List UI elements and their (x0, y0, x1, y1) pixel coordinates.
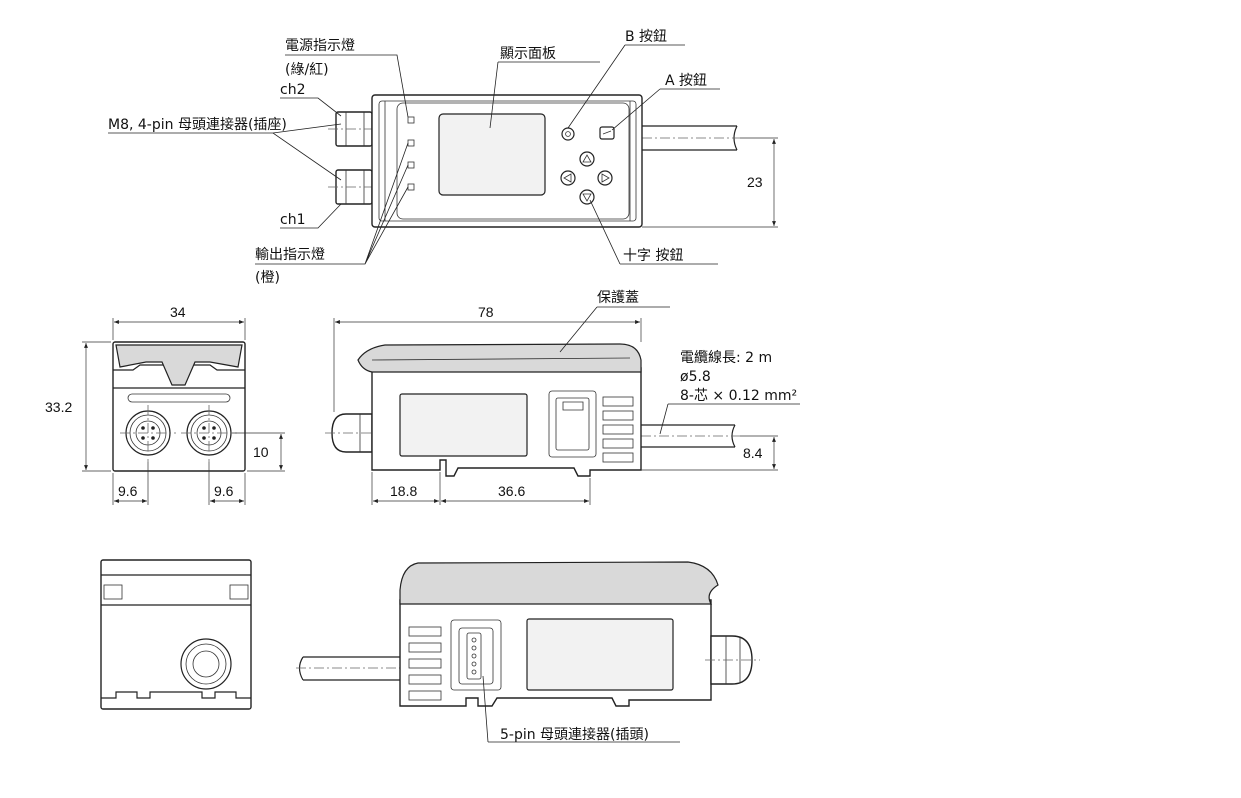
dim-top-height (642, 137, 778, 228)
mirrored-cover (399, 561, 719, 605)
label-power-led: 電源指示燈 (285, 38, 355, 54)
cross-button-icon[interactable] (560, 151, 613, 205)
label-ch1: ch1 (280, 212, 305, 228)
label-power-led-color: (綠/紅) (285, 62, 329, 78)
top-connector-ch1 (328, 169, 380, 205)
rear-body (100, 559, 252, 710)
label-display-panel: 顯示面板 (500, 46, 556, 62)
dim-top-height-value: 23 (747, 174, 763, 190)
side-view: 78 8.4 18.8 36.6 保護蓋 電纜線長: 2 m ø5.8 8-芯 … (325, 290, 800, 505)
front-connector-left (120, 405, 176, 462)
mirrored-connector (705, 635, 760, 685)
dim-front-left-offset-value: 9.6 (118, 483, 138, 499)
front-view: 34 33.2 10 9.6 9.6 (45, 304, 285, 505)
label-cable-cores: 8-芯 × 0.12 mm² (680, 388, 797, 404)
dim-side-offset-b-value: 36.6 (498, 483, 525, 499)
label-a-button: A 按鈕 (665, 73, 707, 89)
dim-side-cable-height-value: 8.4 (743, 445, 763, 461)
label-pin5-connector: 5-pin 母頭連接器(插頭) (500, 726, 649, 743)
dim-front-pin-height-value: 10 (253, 444, 269, 460)
label-output-led: 輸出指示燈 (255, 247, 325, 263)
dim-front-right-offset-value: 9.6 (214, 483, 234, 499)
side-connector (325, 413, 378, 453)
display-panel (438, 113, 546, 196)
side-fins (602, 396, 634, 463)
label-cross-button: 十字 按鈕 (623, 248, 683, 264)
top-view: 23 電源指示燈 (綠/紅) ch2 M8, 4-pin 母頭連接器(插座) c… (108, 29, 778, 286)
front-body (112, 341, 246, 472)
side-cable (641, 424, 740, 448)
front-connector-right (181, 405, 237, 462)
pin5-connector-icon (450, 619, 502, 691)
label-cable-length: 電纜線長: 2 m (680, 349, 772, 366)
label-cover: 保護蓋 (597, 290, 639, 306)
dim-front-width-value: 34 (170, 304, 186, 320)
label-output-led-color: (橙) (255, 270, 280, 286)
a-button-icon[interactable] (599, 126, 615, 140)
label-b-button: B 按鈕 (625, 29, 667, 45)
label-cable-diameter: ø5.8 (680, 369, 711, 385)
rear-cable-gland (180, 638, 232, 690)
dim-side-length-value: 78 (478, 304, 494, 320)
label-ch2: ch2 (280, 82, 305, 98)
mirrored-side-view: 5-pin 母頭連接器(插頭) (296, 561, 760, 743)
mirrored-cable (296, 656, 400, 681)
top-cable (642, 125, 740, 151)
label-m8-connector: M8, 4-pin 母頭連接器(插座) (108, 116, 287, 133)
mirrored-fins (408, 626, 442, 701)
rear-view (100, 559, 252, 710)
dim-side-offset-a-value: 18.8 (390, 483, 417, 499)
dim-front-height-value: 33.2 (45, 399, 72, 415)
protective-cover (357, 343, 642, 373)
